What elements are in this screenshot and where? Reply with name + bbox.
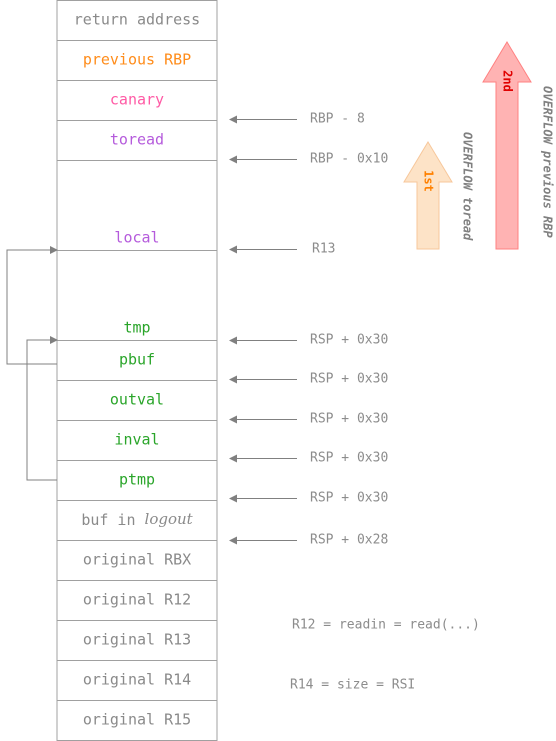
offset-label: R13 <box>312 242 335 257</box>
cell-label: toread <box>110 131 164 149</box>
stack-cell-tmp: tmp <box>57 319 217 341</box>
pointer-pbuf-to-local <box>6 246 58 365</box>
offset-label: RSP + 0x30 <box>310 412 388 427</box>
cell-label: original R12 <box>83 591 191 609</box>
register-note: R14 = size = RSI <box>290 678 415 693</box>
stack-cell-toread: toread <box>57 131 217 161</box>
stack-cell-local: local <box>57 229 217 251</box>
cell-label: buf in logout <box>81 510 193 529</box>
cell-label: original R13 <box>83 631 191 649</box>
overflow-first-label: OVERFLOW toread <box>461 132 475 241</box>
stack-cell-original-r15: original R15 <box>83 711 191 729</box>
stack-cell-original-rbx: original RBX <box>57 551 217 581</box>
stack-cell-previous-rbp: previous RBP <box>57 51 217 81</box>
offset-annotation: RSP + 0x30 <box>229 372 388 387</box>
offset-label: RSP + 0x28 <box>310 533 388 548</box>
stack-frame-border <box>56 0 218 741</box>
offset-annotation: R13 <box>229 242 335 257</box>
stack-cell-return-address: return address <box>57 11 217 41</box>
cell-label-italic: logout <box>145 510 194 528</box>
stack-cell-buf-in-logout: buf in logout <box>57 510 217 541</box>
cell-label: original RBX <box>83 551 191 569</box>
cell-label: canary <box>110 91 164 109</box>
cell-label: previous RBP <box>83 51 191 69</box>
stack-cell-inval: inval <box>57 431 217 461</box>
offset-label: RSP + 0x30 <box>310 451 388 466</box>
pointer-ptmp-to-tmp <box>26 336 58 481</box>
offset-annotation: RSP + 0x30 <box>229 333 388 348</box>
cell-label: original R14 <box>83 671 191 689</box>
offset-annotation: RSP + 0x30 <box>229 491 388 506</box>
cell-label: ptmp <box>119 471 155 489</box>
offset-annotation: RSP + 0x28 <box>229 533 388 548</box>
cell-label: outval <box>110 391 164 409</box>
offset-label: RBP - 0x10 <box>310 152 388 167</box>
cell-label: original R15 <box>83 711 191 729</box>
offset-label: RSP + 0x30 <box>310 333 388 348</box>
stack-cell-outval: outval <box>57 391 217 421</box>
offset-annotation: RBP - 0x10 <box>229 152 388 167</box>
offset-annotation: RBP - 8 <box>229 112 365 127</box>
stack-cell-ptmp: ptmp <box>57 471 217 501</box>
cell-label: pbuf <box>119 351 155 369</box>
overflow-first-tag: 1st <box>422 170 436 192</box>
register-note: R12 = readin = read(...) <box>292 618 480 633</box>
overflow-first-arrow <box>403 141 453 250</box>
stack-cell-original-r13: original R13 <box>57 631 217 661</box>
cell-label: tmp <box>123 319 150 337</box>
offset-label: RBP - 8 <box>310 112 365 127</box>
stack-cell-original-r14: original R14 <box>57 671 217 701</box>
offset-label: RSP + 0x30 <box>310 491 388 506</box>
offset-label: RSP + 0x30 <box>310 372 388 387</box>
offset-annotation: RSP + 0x30 <box>229 451 388 466</box>
overflow-second-label: OVERFLOW previous RBP <box>541 86 555 238</box>
offset-annotation: RSP + 0x30 <box>229 412 388 427</box>
cell-label-main: buf in <box>81 511 144 529</box>
stack-cell-original-r12: original R12 <box>57 591 217 621</box>
stack-cell-canary: canary <box>57 91 217 121</box>
cell-label: inval <box>114 431 159 449</box>
cell-label: local <box>114 229 159 247</box>
cell-label: return address <box>74 11 200 29</box>
stack-cell-pbuf: pbuf <box>57 351 217 381</box>
overflow-second-arrow <box>482 41 532 250</box>
overflow-second-tag: 2nd <box>501 70 515 92</box>
